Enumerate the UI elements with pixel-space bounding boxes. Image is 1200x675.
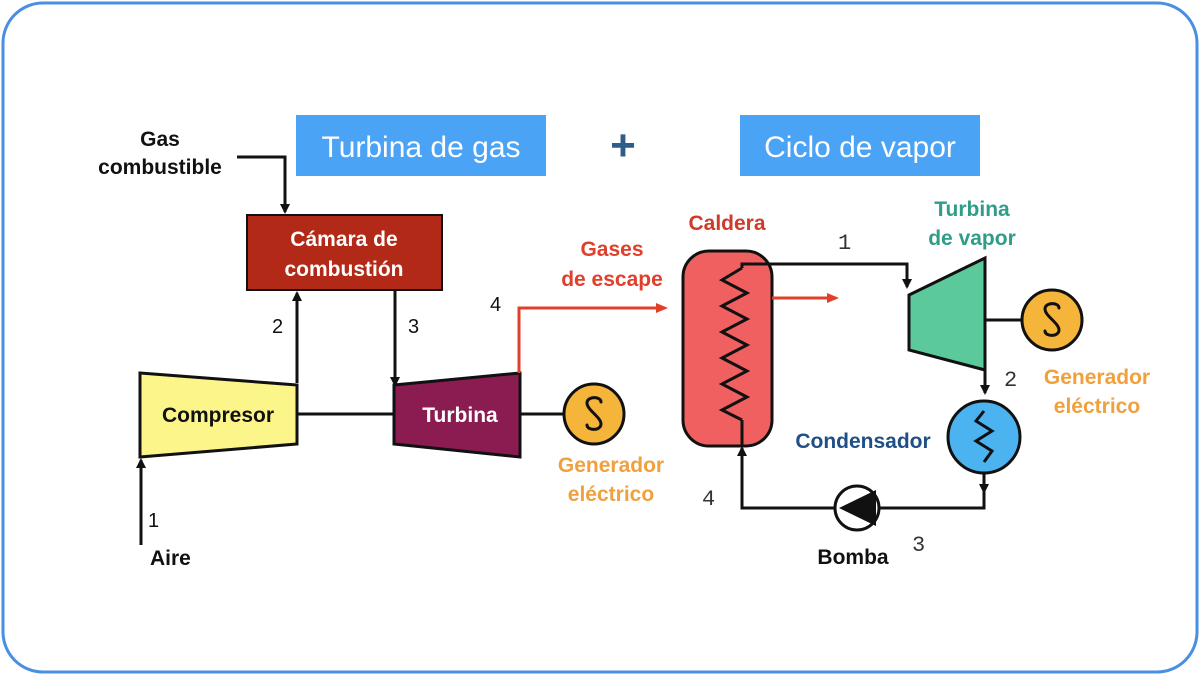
steam-generator-label-line1: Generador bbox=[1044, 366, 1150, 389]
steam-supply-line bbox=[740, 262, 912, 289]
exhaust-label-line2: de escape bbox=[561, 268, 663, 291]
header-steam-cycle-label: Ciclo de vapor bbox=[764, 131, 956, 164]
boiler bbox=[681, 249, 774, 448]
steam-point-4: 4 bbox=[702, 487, 715, 512]
header-gas-turbine: Turbina de gas bbox=[296, 115, 546, 176]
gas-generator-sine-icon bbox=[585, 396, 603, 431]
boiler-label: Caldera bbox=[688, 212, 765, 235]
condenser-coil-icon bbox=[973, 410, 995, 463]
fuel-label-line2: combustible bbox=[98, 156, 222, 179]
combustion-label-line1: Cámara de bbox=[290, 228, 397, 251]
steam-turbine-label-line1: Turbina bbox=[934, 198, 1010, 221]
gas-point-4: 4 bbox=[490, 294, 501, 316]
boiler-coil-icon bbox=[718, 266, 751, 422]
compressor-label: Compresor bbox=[162, 404, 274, 427]
air-label: Aire bbox=[150, 547, 191, 570]
steam-generator-label-line2: eléctrico bbox=[1054, 395, 1140, 418]
gas-generator bbox=[562, 382, 626, 446]
gas-turbine: Turbina bbox=[392, 371, 522, 459]
steam-generator-sine-icon bbox=[1043, 302, 1061, 337]
combustion-chamber: Cámara de combustión bbox=[246, 214, 443, 291]
gas-generator-label-line2: eléctrico bbox=[568, 483, 654, 506]
steam-point-2: 2 bbox=[1004, 368, 1017, 393]
pump-icon bbox=[839, 490, 876, 526]
fuel-line bbox=[237, 155, 290, 214]
gas-generator-label-line1: Generador bbox=[558, 454, 664, 477]
gas-point-2: 2 bbox=[272, 316, 283, 338]
header-steam-cycle: Ciclo de vapor bbox=[740, 115, 980, 176]
steam-point-1: 1 bbox=[838, 231, 851, 256]
steam-turbine-label-line2: de vapor bbox=[928, 227, 1016, 250]
gas-turbine-label: Turbina bbox=[422, 404, 498, 427]
combustion-label-line2: combustión bbox=[285, 258, 404, 281]
gas-point-3: 3 bbox=[408, 316, 419, 338]
steam-point-3: 3 bbox=[912, 533, 925, 558]
condenser bbox=[946, 399, 1022, 475]
fuel-label-line1: Gas bbox=[140, 128, 180, 151]
header-gas-turbine-label: Turbina de gas bbox=[321, 131, 520, 164]
feedwater-line bbox=[737, 446, 835, 510]
condenser-label: Condensador bbox=[795, 430, 930, 453]
compressor: Compresor bbox=[138, 371, 299, 459]
exhaust-line bbox=[517, 303, 668, 373]
gas-point-1: 1 bbox=[148, 510, 159, 532]
pump-label: Bomba bbox=[817, 546, 888, 569]
pump bbox=[833, 484, 881, 532]
plus-sign: + bbox=[610, 121, 636, 170]
exhaust-label-line1: Gases bbox=[580, 238, 643, 261]
steam-generator bbox=[1020, 288, 1084, 352]
